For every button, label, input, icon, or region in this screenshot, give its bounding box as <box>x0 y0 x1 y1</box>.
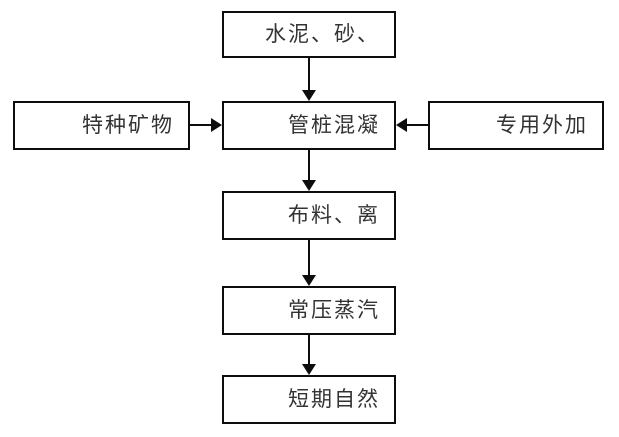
node-special-mineral[interactable]: 特种矿物 <box>13 101 190 150</box>
node-distribution-centrifuge[interactable]: 布料、离 <box>222 191 396 240</box>
node-atmospheric-steam-label: 常压蒸汽 <box>288 298 380 322</box>
node-short-term-natural[interactable]: 短期自然 <box>222 375 396 424</box>
node-special-mineral-label: 特种矿物 <box>82 113 174 137</box>
connector-admixture-to-concrete-shaft <box>407 124 428 126</box>
node-materials[interactable]: 水泥、砂、 <box>222 11 396 58</box>
connector-concrete-to-distribution-shaft <box>308 150 310 181</box>
connector-distribution-to-steam-arrowhead <box>302 275 316 286</box>
connector-materials-to-concrete-arrowhead <box>302 90 316 101</box>
connector-materials-to-concrete-shaft <box>308 58 310 91</box>
connector-admixture-to-concrete-arrowhead <box>396 118 407 132</box>
connector-distribution-to-steam-shaft <box>308 240 310 276</box>
connector-mineral-to-concrete-arrowhead <box>211 118 222 132</box>
node-materials-label: 水泥、砂、 <box>265 22 380 46</box>
node-special-admixture-label: 专用外加 <box>496 113 588 137</box>
node-distribution-centrifuge-label: 布料、离 <box>288 203 380 227</box>
node-special-admixture[interactable]: 专用外加 <box>428 101 604 150</box>
node-atmospheric-steam[interactable]: 常压蒸汽 <box>222 286 396 335</box>
connector-steam-to-natural-shaft <box>308 335 310 365</box>
connector-concrete-to-distribution-arrowhead <box>302 180 316 191</box>
node-pile-concrete-label: 管桩混凝 <box>288 113 380 137</box>
node-pile-concrete[interactable]: 管桩混凝 <box>222 101 396 150</box>
connector-mineral-to-concrete-shaft <box>190 124 212 126</box>
connector-steam-to-natural-arrowhead <box>302 364 316 375</box>
node-short-term-natural-label: 短期自然 <box>288 387 380 411</box>
